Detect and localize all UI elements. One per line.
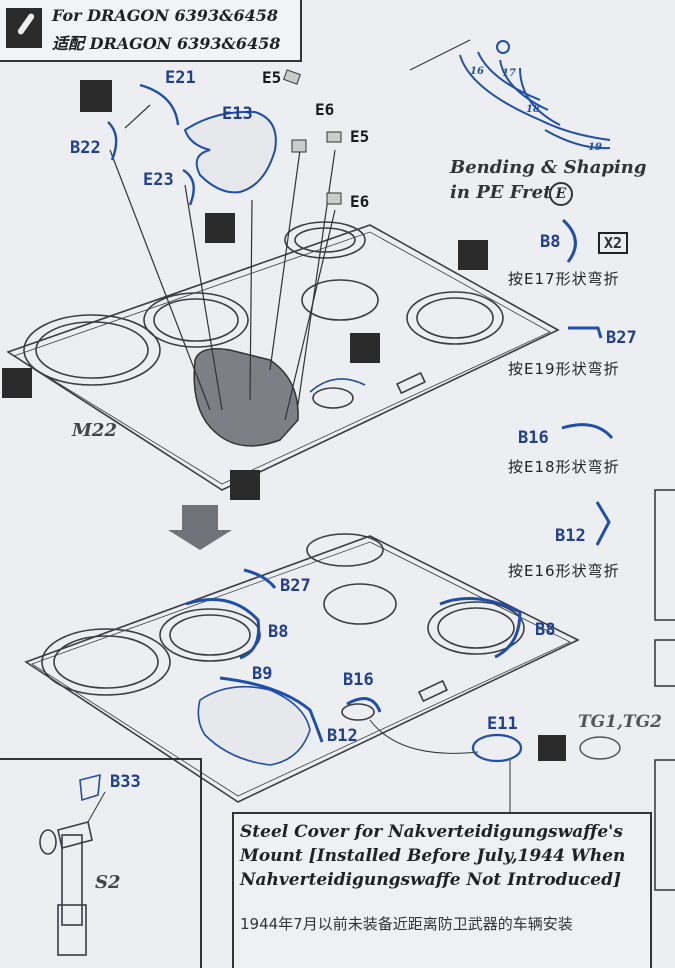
fret-title-line1: Bending & Shaping — [450, 157, 647, 178]
fret-title-line2: in PE Fret — [450, 182, 552, 203]
fret-part-18: 18 — [526, 104, 540, 115]
label-e13: E13 — [222, 104, 253, 124]
label-s2: S2 — [95, 872, 121, 893]
fret-letter-badge: E — [549, 182, 573, 206]
down-arrow — [168, 505, 232, 550]
replace-icon — [538, 735, 566, 761]
bend-icon — [205, 213, 235, 243]
label-e6-b: E6 — [350, 192, 370, 211]
bend-b8-part: B8 — [540, 232, 561, 252]
header-line-en: For DRAGON 6393&6458 — [52, 6, 279, 25]
label-e6-a: E6 — [315, 100, 335, 119]
fret-part-17: 17 — [502, 68, 516, 79]
compatibility-header: For DRAGON 6393&6458 适配 DRAGON 6393&6458 — [0, 0, 302, 62]
e13-part — [183, 110, 277, 194]
label-b9: B9 — [252, 664, 273, 684]
leader-lines — [109, 104, 336, 421]
label-b33: B33 — [110, 772, 141, 792]
note-chinese: 1944年7月以前未装备近距离防卫武器的车辆安装 — [240, 915, 573, 933]
label-b16: B16 — [343, 670, 374, 690]
label-e5-b: E5 — [350, 127, 370, 146]
pe-fret-sketch — [409, 39, 611, 150]
label-e21: E21 — [165, 68, 196, 88]
bend-b16-text: 按E18形状弯折 — [508, 458, 620, 476]
cut-icon — [80, 80, 112, 112]
pe-parts-step1 — [107, 83, 195, 206]
header-line-cn: 适配 DRAGON 6393&6458 — [52, 34, 281, 53]
label-b22: B22 — [70, 138, 101, 158]
note-box: Steel Cover for Nakverteidigungswaffe's … — [232, 812, 652, 968]
tool-icon — [6, 8, 42, 48]
bend-icon — [458, 240, 488, 270]
s2-inset-box — [0, 758, 202, 968]
bend-b27-part: B27 — [606, 328, 637, 348]
bend-b8-text: 按E17形状弯折 — [508, 270, 620, 288]
bend-shapes — [561, 218, 614, 546]
bend-b8-qty: X2 — [598, 232, 629, 254]
bend-b12-part: B12 — [555, 526, 586, 546]
bend-b16-part: B16 — [518, 428, 549, 448]
e13-installed — [193, 348, 299, 447]
label-b27: B27 — [280, 576, 311, 596]
label-e11: E11 — [487, 714, 518, 734]
label-b8-right: B8 — [535, 620, 556, 640]
label-b8-left: B8 — [268, 622, 289, 642]
label-m22: M22 — [72, 420, 117, 441]
bend-icon — [350, 333, 380, 363]
fret-part-19: 19 — [588, 142, 602, 153]
fret-part-16: 16 — [470, 66, 484, 77]
pe-parts-step2 — [185, 568, 522, 743]
tg-part — [579, 736, 621, 760]
note-english: Steel Cover for Nakverteidigungswaffe's … — [240, 822, 626, 890]
label-b12: B12 — [327, 726, 358, 746]
bend-b12-text: 按E16形状弯折 — [508, 562, 620, 580]
e13-step2 — [197, 685, 311, 766]
label-e23: E23 — [143, 170, 174, 190]
e11-part — [471, 733, 523, 763]
upper-hull-plate-bottom — [24, 533, 580, 803]
bend-icon — [230, 470, 260, 500]
label-e5-a: E5 — [262, 68, 282, 87]
s2-periscope — [39, 773, 106, 956]
bend-icon — [2, 368, 32, 398]
bend-b27-text: 按E19形状弯折 — [508, 360, 620, 378]
label-tg: TG1,TG2 — [578, 712, 662, 732]
